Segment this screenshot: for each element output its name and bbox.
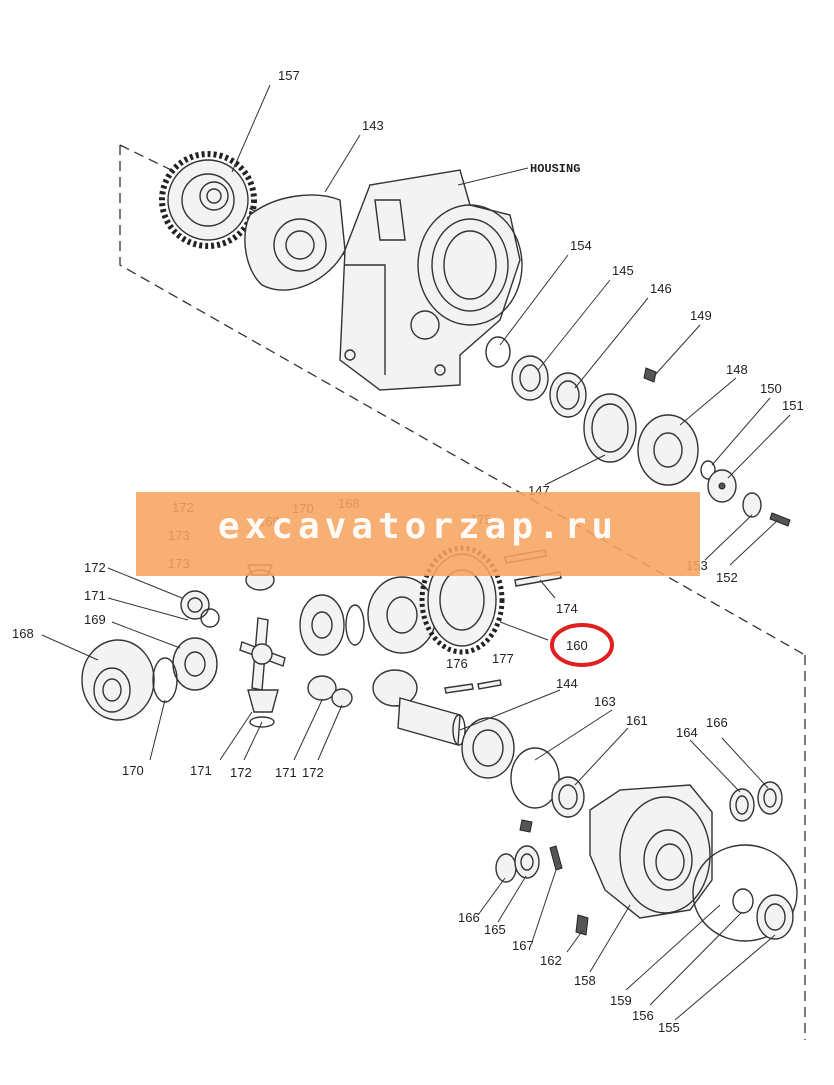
label-177: 177 <box>492 651 514 666</box>
label-145: 145 <box>612 263 634 278</box>
gear-169-left <box>172 637 218 691</box>
seal-146 <box>549 372 587 418</box>
pin-167 <box>549 845 563 871</box>
label-152: 152 <box>716 570 738 585</box>
label-159: 159 <box>610 993 632 1008</box>
leader-lines <box>41 84 791 1021</box>
seal-155 <box>756 894 794 940</box>
label-143: 143 <box>362 118 384 133</box>
plate-153 <box>742 492 762 518</box>
label-174: 174 <box>556 601 578 616</box>
gear-157 <box>159 151 257 249</box>
label-156: 156 <box>632 1008 654 1023</box>
label-163: 163 <box>594 694 616 709</box>
gear-169-center <box>299 594 345 656</box>
bolt-152 <box>769 512 791 527</box>
label-164: 164 <box>676 725 698 740</box>
gear-171-bottom <box>247 689 279 728</box>
label-155: 155 <box>658 1020 680 1035</box>
flange-148 <box>637 414 699 486</box>
label-161: 161 <box>626 713 648 728</box>
label-167: 167 <box>512 938 534 953</box>
label-172-left: 172 <box>84 560 106 575</box>
label-160: 160 <box>566 638 588 653</box>
label-168-left: 168 <box>12 626 34 641</box>
pins-176-177 <box>444 679 502 694</box>
label-149: 149 <box>690 308 712 323</box>
label-171-bottom: 171 <box>190 763 212 778</box>
label-165: 165 <box>484 922 506 937</box>
shim-170-left <box>152 657 178 703</box>
label-162: 162 <box>540 953 562 968</box>
label-146: 146 <box>650 281 672 296</box>
carrier-158 <box>589 784 713 919</box>
highlight-circle <box>550 623 614 667</box>
case-168-center <box>367 576 437 654</box>
label-166-right: 166 <box>706 715 728 730</box>
seal-166-left <box>495 853 517 883</box>
label-171-bottom2: 171 <box>275 765 297 780</box>
seal-165 <box>514 845 540 879</box>
bearing-145 <box>511 355 549 401</box>
label-172-bottom: 172 <box>230 765 252 780</box>
shim-147 <box>583 393 637 463</box>
bolt-149 <box>643 367 657 383</box>
seal-164 <box>729 788 755 822</box>
gear-172-bottom <box>307 675 353 708</box>
washer-150 <box>700 460 716 480</box>
cross-pin-173 <box>239 617 286 691</box>
label-150: 150 <box>760 381 782 396</box>
plate-151 <box>707 469 737 503</box>
bolt-162 <box>575 914 589 936</box>
shim-163 <box>510 747 560 809</box>
label-176: 176 <box>446 656 468 671</box>
label-151: 151 <box>782 398 804 413</box>
race-161 <box>551 776 585 818</box>
label-158: 158 <box>574 973 596 988</box>
shim-170-center <box>345 604 365 646</box>
case-168-left <box>81 639 155 721</box>
housing <box>339 169 523 391</box>
pinion-shaft <box>372 669 466 746</box>
label-154: 154 <box>570 238 592 253</box>
label-166-left: 166 <box>458 910 480 925</box>
label-169-left: 169 <box>84 612 106 627</box>
plate-143 <box>244 194 346 291</box>
gasket-159 <box>692 844 798 942</box>
label-171-left: 171 <box>84 588 106 603</box>
label-170-bottom: 170 <box>122 763 144 778</box>
seal-166-right <box>757 781 783 815</box>
label-144: 144 <box>556 676 578 691</box>
watermark-text: excavatorzap.ru <box>217 506 619 547</box>
watermark-band <box>136 492 700 576</box>
screw-small <box>519 819 533 833</box>
label-172-bottom2: 172 <box>302 765 324 780</box>
label-148: 148 <box>726 362 748 377</box>
label-housing: HOUSING <box>530 162 580 176</box>
ring-154 <box>485 336 511 368</box>
label-157: 157 <box>278 68 300 83</box>
gear-171 <box>180 590 220 628</box>
bearing-144 <box>461 717 515 779</box>
washer-156 <box>732 888 754 914</box>
